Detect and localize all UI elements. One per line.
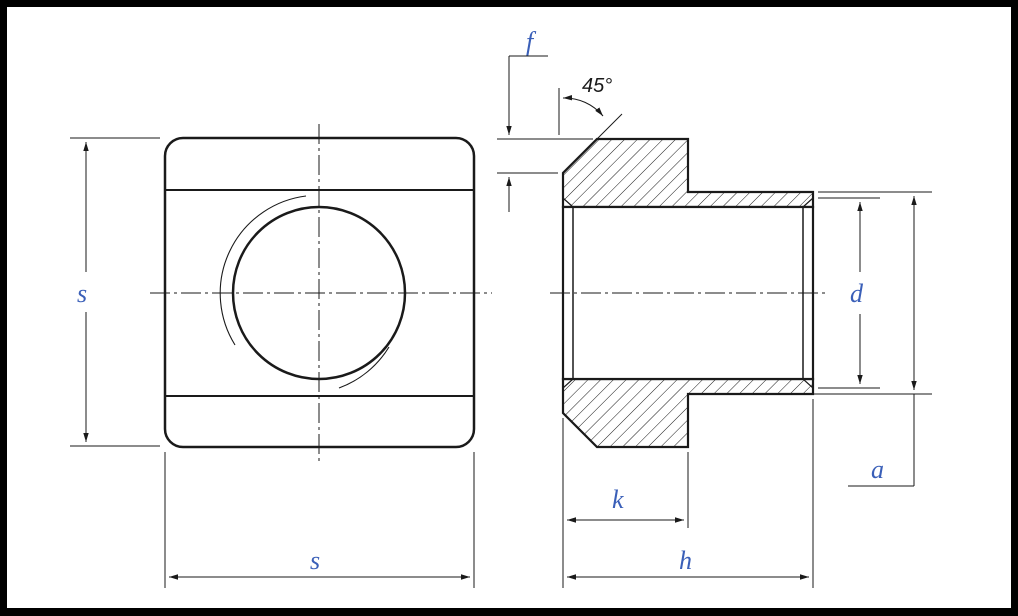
dimension-s-vertical (70, 137, 160, 447)
label-a: a (871, 455, 884, 484)
dimension-f (497, 55, 593, 212)
label-s-vertical: s (77, 279, 87, 308)
thread-arc-left (219, 195, 307, 346)
section-view (550, 137, 828, 449)
dimension-s-horizontal (164, 452, 475, 588)
label-h: h (679, 546, 692, 575)
thread-chamfer-tr (802, 197, 814, 208)
front-view (150, 124, 492, 462)
dimension-d (818, 197, 880, 389)
label-k: k (612, 485, 624, 514)
label-angle: 45° (582, 75, 612, 97)
thread-chamfer-tl (562, 197, 574, 208)
label-s-horizontal: s (310, 546, 320, 575)
label-d: d (850, 279, 864, 308)
upper-wall-hatch (561, 137, 815, 209)
lower-wall-hatch (561, 377, 815, 449)
thread-arc-right (338, 346, 390, 389)
label-f: f (526, 27, 537, 56)
dimension-angle (558, 88, 623, 140)
dimension-k-h (562, 399, 814, 588)
dimension-a (693, 191, 932, 487)
thread-chamfer-br (802, 378, 814, 389)
thread-chamfer-bl (562, 378, 574, 389)
